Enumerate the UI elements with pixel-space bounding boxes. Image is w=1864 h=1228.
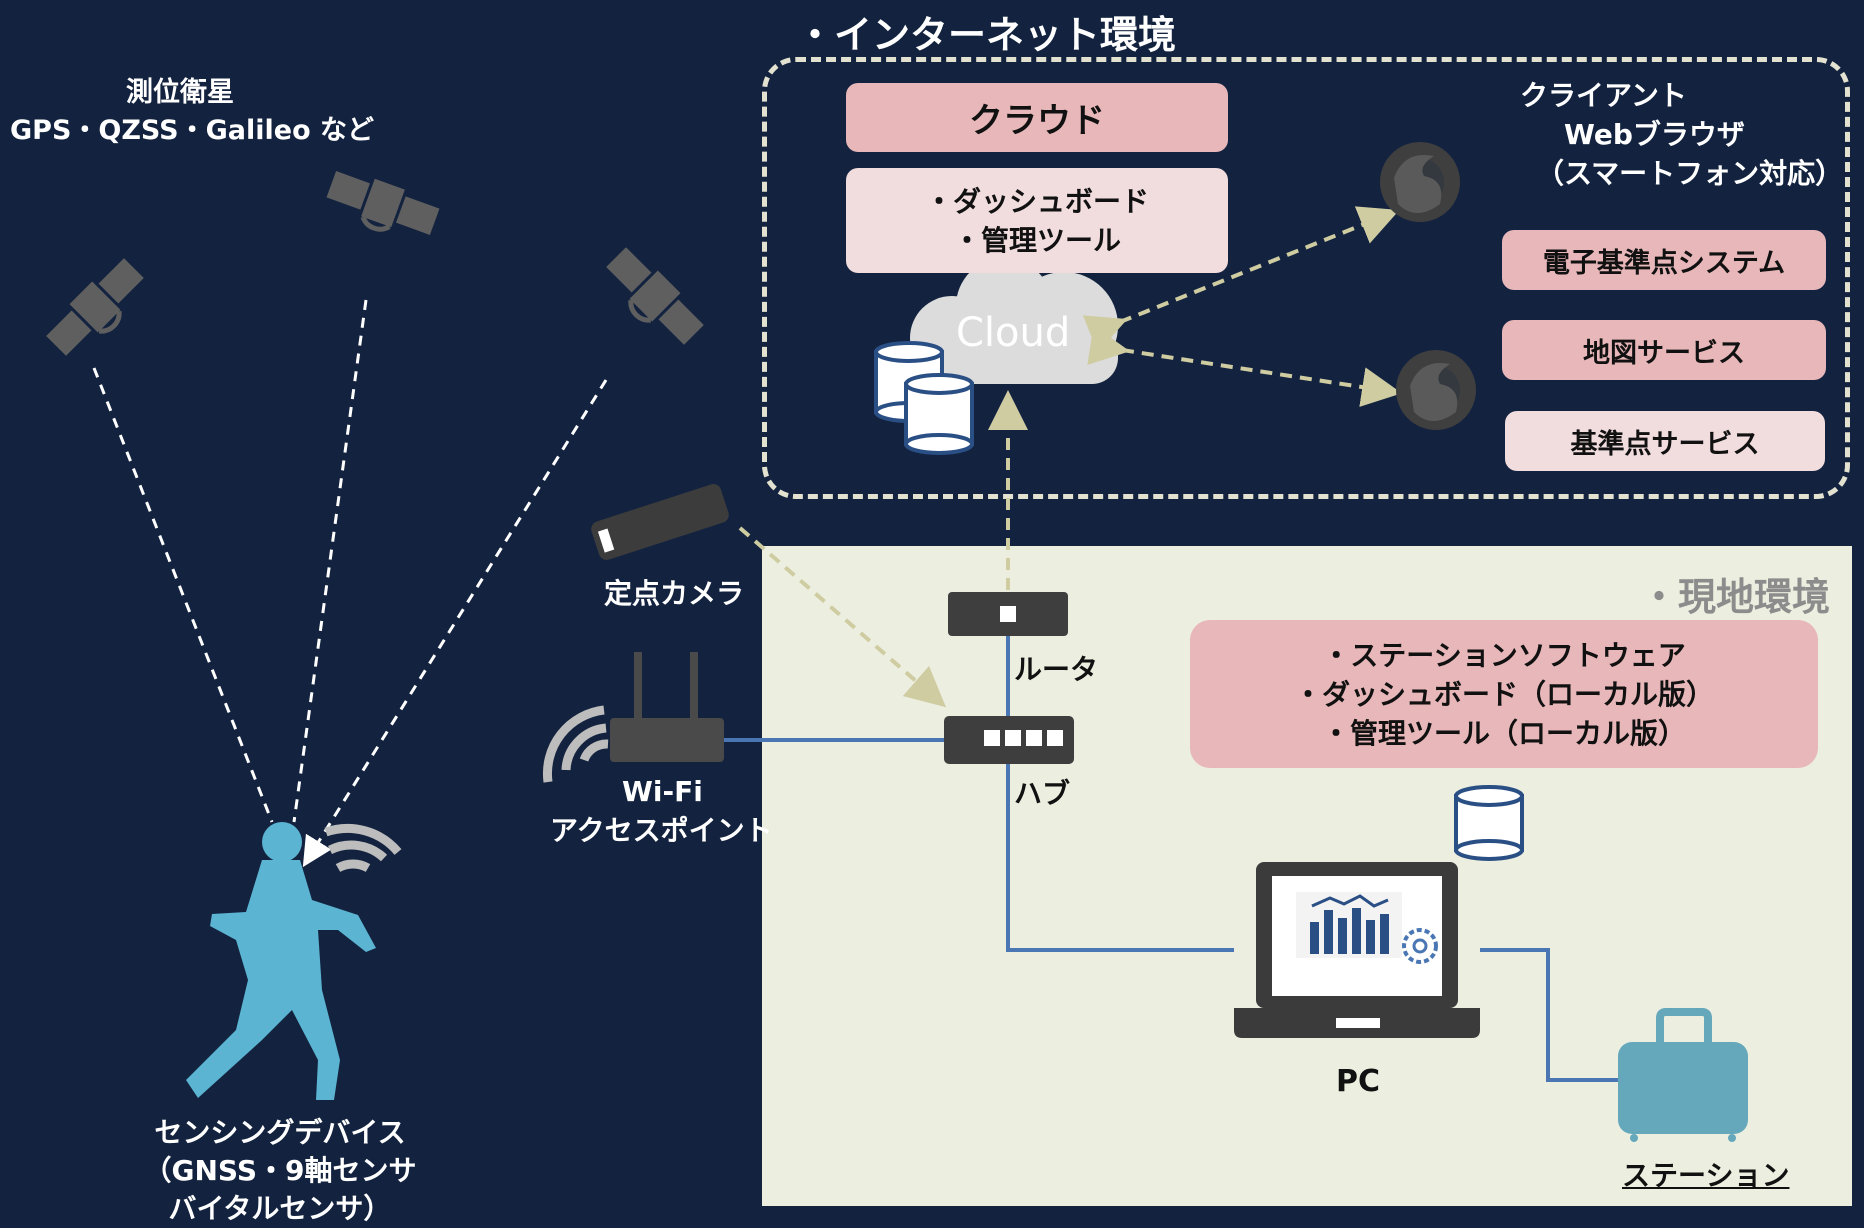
wifi-label-line-2: アクセスポイント bbox=[550, 814, 773, 847]
local-environment-title: ・現地環境 bbox=[1640, 575, 1831, 619]
service-map-label: 地図サービス bbox=[1583, 337, 1745, 369]
local-software-station: ・ステーションソフトウェア bbox=[1322, 638, 1686, 672]
person-icon bbox=[186, 822, 376, 1100]
hub-icon bbox=[944, 716, 1074, 764]
wifi-label: Wi-Fi アクセスポイント bbox=[550, 772, 773, 850]
local-software-dashboard: ・ダッシュボード（ローカル版） bbox=[1293, 677, 1714, 711]
satellite-icon-left bbox=[46, 258, 144, 356]
satellite-label-line-2: GPS・QZSS・Galileo など bbox=[10, 115, 375, 146]
cloud-browser-arrow-2 bbox=[1087, 325, 1402, 407]
service-reference-point: 基準点サービス bbox=[1505, 411, 1825, 471]
station-icon bbox=[1618, 1008, 1748, 1142]
service-electronic-reference-label: 電子基準点システム bbox=[1542, 247, 1786, 279]
satellite-label: 測位衛星 GPS・QZSS・Galileo など bbox=[10, 74, 375, 150]
pc-laptop-icon bbox=[1234, 862, 1480, 1038]
cloud-text: Cloud bbox=[956, 310, 1071, 356]
sensing-device-label-line-1: センシングデバイス bbox=[154, 1116, 406, 1149]
pc-label: PC bbox=[1336, 1064, 1381, 1099]
device-signal-icon bbox=[324, 823, 402, 873]
local-database-icon bbox=[1454, 785, 1524, 861]
service-reference-point-label: 基準点サービス bbox=[1570, 428, 1760, 460]
satellite-label-line-1: 測位衛星 bbox=[126, 77, 234, 108]
camera-to-hub-arrow bbox=[738, 526, 947, 708]
client-label-line-3: （スマートフォン対応） bbox=[1536, 157, 1844, 190]
satellite-icon-right bbox=[606, 247, 704, 345]
cloud-browser-arrow-1 bbox=[1082, 206, 1400, 353]
cloud-box-label: クラウド bbox=[969, 101, 1105, 141]
browser-icon-2 bbox=[1396, 350, 1476, 430]
browser-icon-1 bbox=[1380, 142, 1460, 222]
wifi-label-line-1: Wi-Fi bbox=[622, 775, 703, 808]
hub-label: ハブ bbox=[1014, 777, 1071, 810]
camera-label: 定点カメラ bbox=[604, 577, 745, 610]
station-label: ステーション bbox=[1622, 1159, 1790, 1192]
client-label-line-2: Webブラウザ bbox=[1564, 118, 1745, 151]
satellite-icon-center bbox=[326, 171, 440, 235]
router-icon bbox=[948, 592, 1068, 636]
cloud-database-icon-2 bbox=[904, 373, 974, 455]
wifi-signal-icon bbox=[542, 705, 609, 783]
local-software-admin: ・管理ツール（ローカル版） bbox=[1321, 716, 1686, 750]
internet-environment-region bbox=[762, 57, 1850, 499]
camera-icon bbox=[591, 484, 729, 560]
sensing-device-label: センシングデバイス （GNSS・9軸センサ バイタルセンサ） bbox=[130, 1114, 430, 1228]
wifi-access-point-icon bbox=[610, 652, 724, 762]
sensing-device-label-line-2: （GNSS・9軸センサ bbox=[143, 1154, 417, 1187]
service-electronic-reference: 電子基準点システム bbox=[1502, 230, 1826, 290]
cloud-tool-dashboard: ・ダッシュボード bbox=[924, 184, 1149, 218]
internet-environment-title: ・インターネット環境 bbox=[796, 13, 1177, 57]
network-connections bbox=[724, 636, 1620, 1082]
client-label: クライアント Webブラウザ （スマートフォン対応） bbox=[1516, 76, 1843, 193]
satellite-signal-lines bbox=[92, 299, 608, 868]
cloud-tools-box: ・ダッシュボード ・管理ツール bbox=[846, 168, 1228, 273]
local-software-box: ・ステーションソフトウェア ・ダッシュボード（ローカル版） ・管理ツール（ローカ… bbox=[1190, 620, 1818, 768]
cloud-tool-admin: ・管理ツール bbox=[952, 223, 1121, 257]
cloud-box: クラウド bbox=[846, 83, 1228, 152]
router-label: ルータ bbox=[1014, 653, 1099, 686]
sensing-device-label-line-3: バイタルセンサ） bbox=[168, 1192, 392, 1225]
client-label-line-1: クライアント bbox=[1520, 79, 1687, 112]
service-map: 地図サービス bbox=[1502, 320, 1826, 380]
